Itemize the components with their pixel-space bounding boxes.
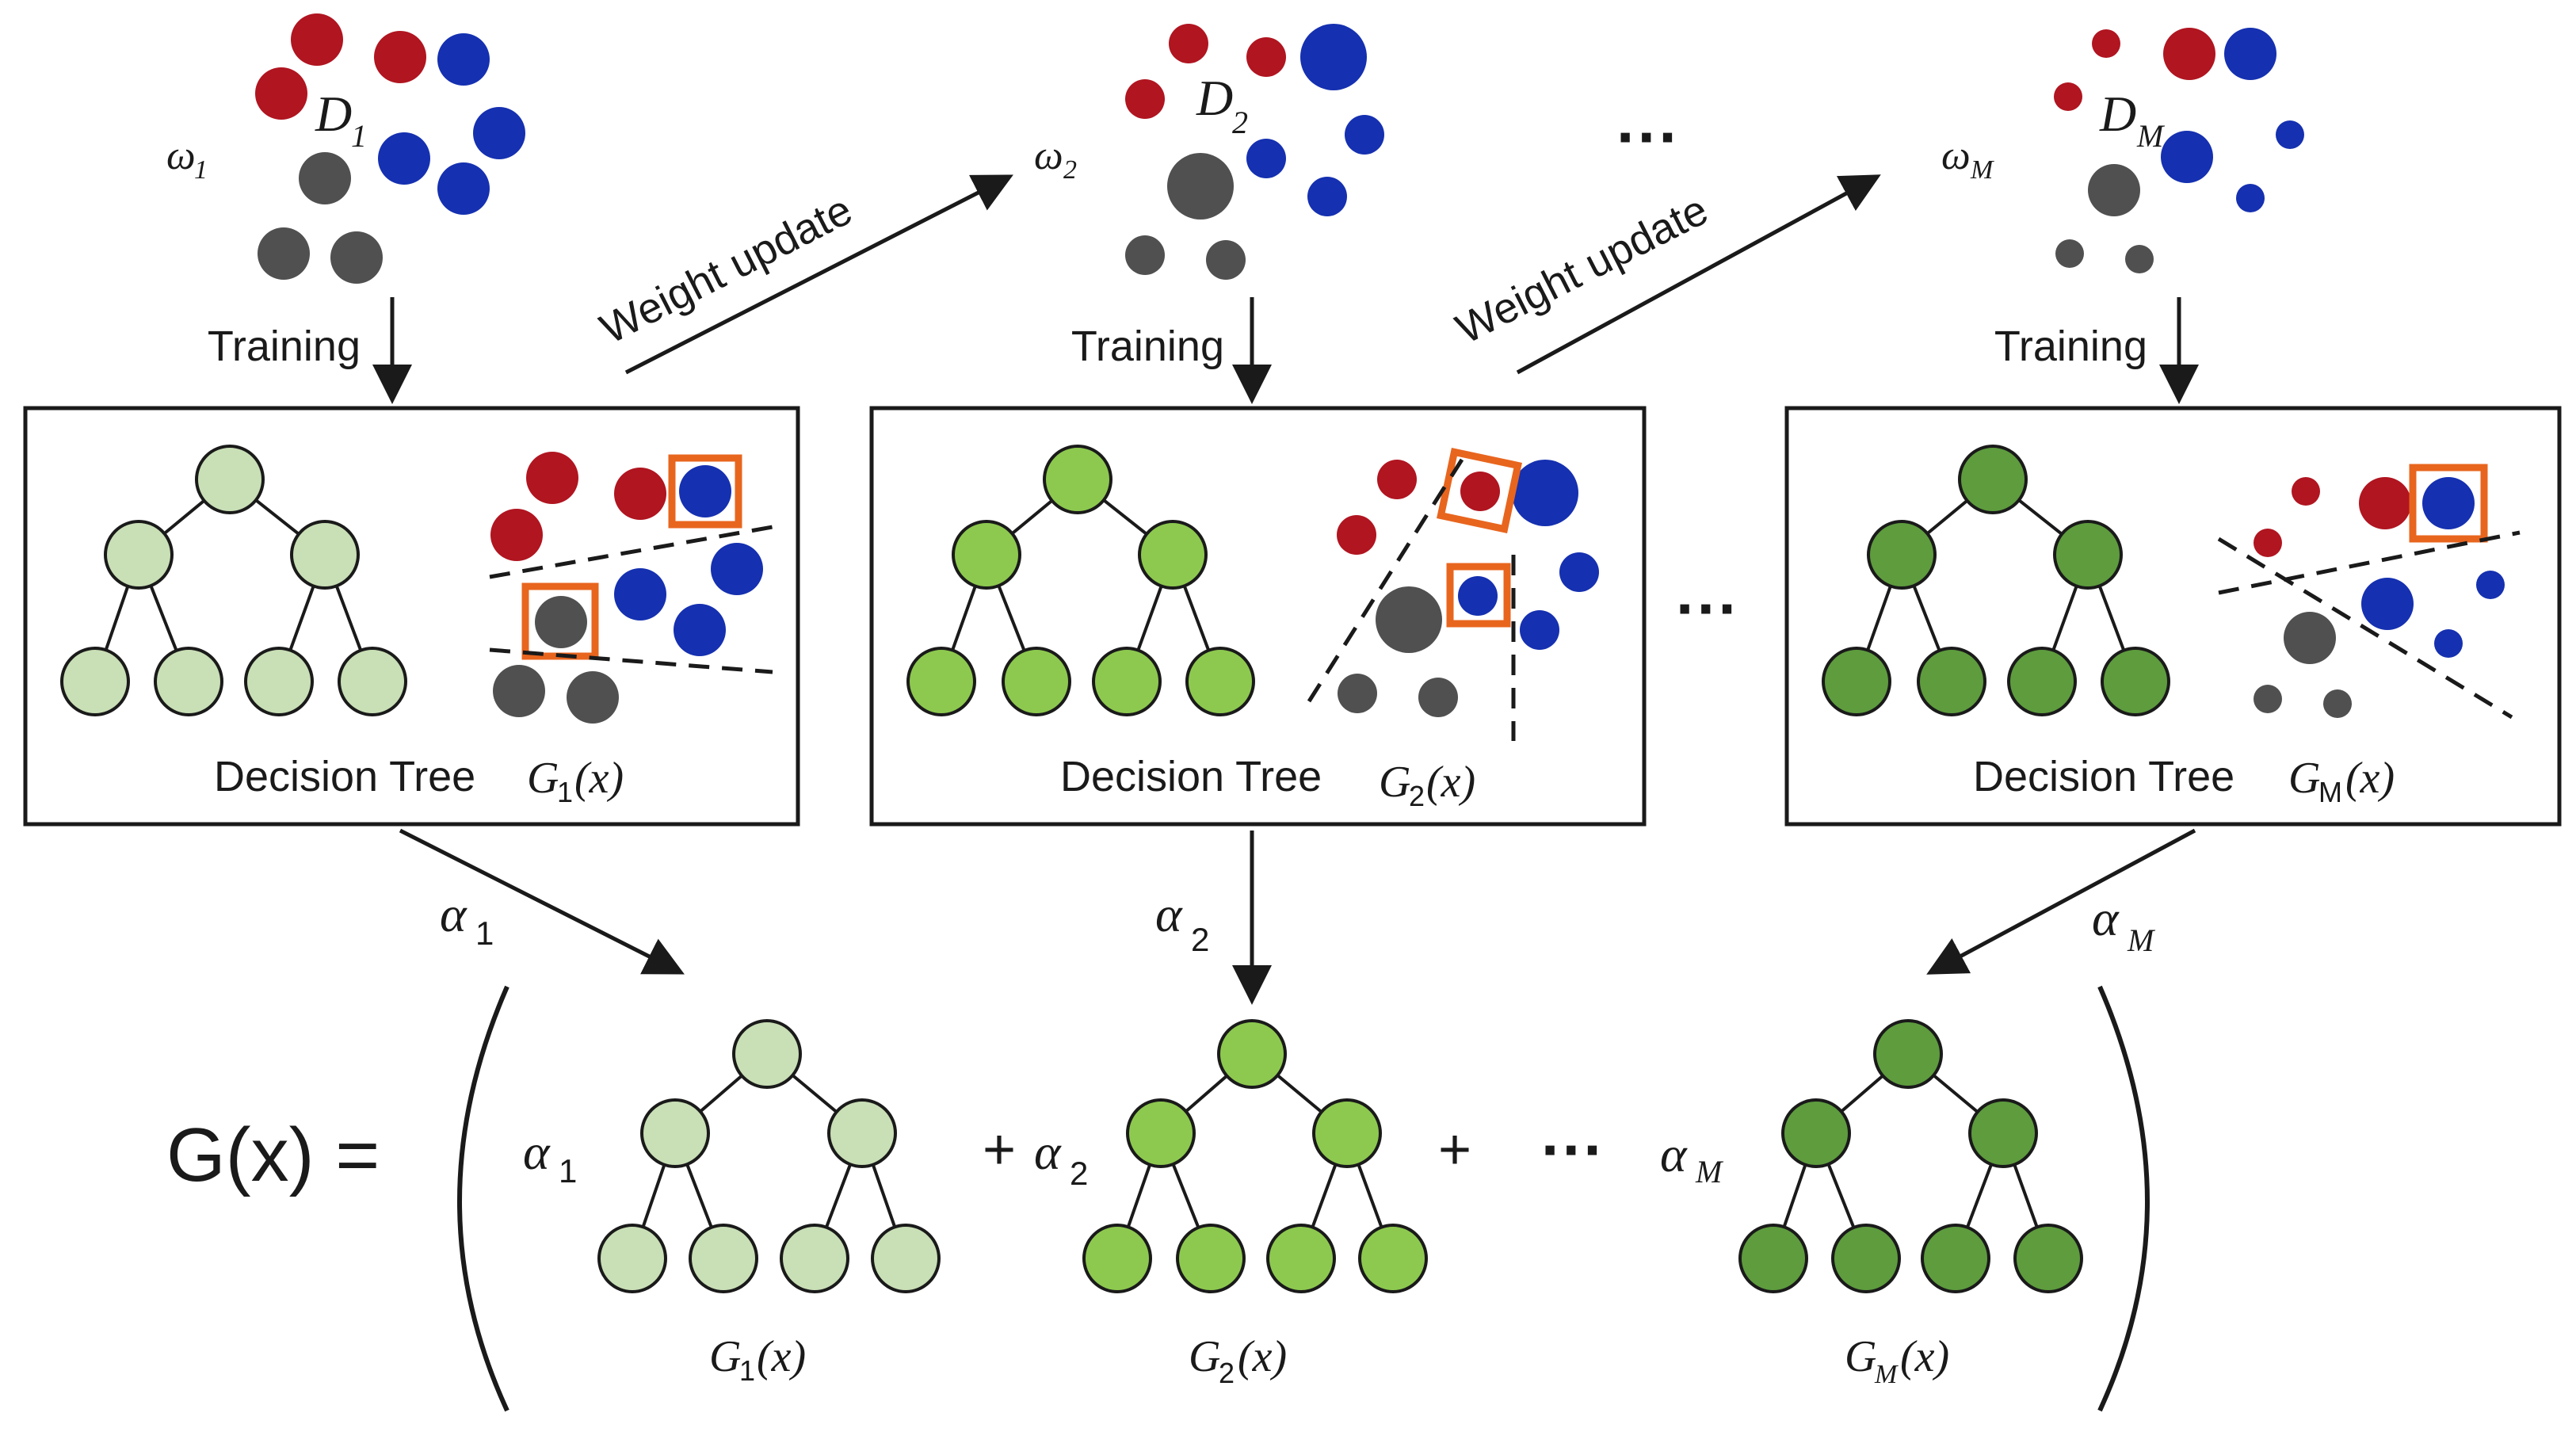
svg-text:2: 2 — [1232, 105, 1248, 140]
svg-text:G: G — [1379, 758, 1410, 807]
svg-text:1: 1 — [557, 776, 573, 808]
training-label-2: Training — [1071, 323, 1224, 370]
svg-text:1: 1 — [194, 155, 208, 185]
svg-text:Decision Tree: Decision Tree — [214, 753, 475, 800]
svg-text:α: α — [523, 1124, 551, 1180]
classified-points-2 — [1307, 448, 1599, 741]
svg-text:M: M — [1695, 1154, 1724, 1190]
decision-tree-box-M — [1784, 406, 2562, 827]
tree-1-box — [60, 445, 407, 716]
svg-text:(x): (x) — [757, 1332, 806, 1381]
weight-update-arrow-1 — [624, 174, 1013, 375]
svg-text:G: G — [1189, 1332, 1220, 1381]
svg-text:2: 2 — [1063, 155, 1077, 185]
weight-update-arrow-2 — [1516, 174, 1881, 375]
svg-text:α: α — [440, 886, 467, 942]
svg-text:M: M — [2136, 118, 2166, 154]
decision-tree-box-1 — [23, 406, 800, 827]
dataset-2 — [1125, 24, 1384, 280]
svg-text:(x): (x) — [1426, 758, 1475, 807]
right-parenthesis — [2097, 985, 2150, 1412]
tree-label-2: Decision Tree G 2 (x) — [1060, 753, 1475, 812]
weight-update-label-2: Weight update — [1448, 186, 1715, 353]
weight-label-M: ω M — [1941, 133, 1994, 185]
svg-text:1: 1 — [739, 1354, 755, 1387]
formula-alpha-2: α 2 — [1034, 1124, 1088, 1192]
formula-g-label-M: G M (x) — [1845, 1332, 1949, 1389]
formula-tree-2 — [1082, 1019, 1428, 1293]
formula-g-label-2: G 2 (x) — [1189, 1332, 1287, 1389]
formula-alpha-1: α 1 — [523, 1124, 577, 1190]
dataset-label-1: D 1 — [315, 86, 367, 154]
formula-alpha-M: α M — [1660, 1126, 1724, 1190]
ellipsis-top: ··· — [1616, 101, 1680, 172]
tree-2-box — [906, 445, 1255, 716]
weight-update-label-1: Weight update — [593, 186, 860, 353]
svg-text:G: G — [709, 1332, 741, 1381]
alpha-label-M: α M — [2092, 890, 2156, 958]
svg-text:Decision Tree: Decision Tree — [1973, 753, 2234, 800]
svg-text:M: M — [2127, 922, 2156, 958]
tree-label-1: Decision Tree G 1 (x) — [214, 753, 624, 808]
svg-text:M: M — [2318, 776, 2342, 808]
svg-text:2: 2 — [1409, 780, 1425, 812]
weight-label-1: ω 1 — [166, 133, 208, 185]
svg-text:(x): (x) — [2345, 754, 2395, 803]
formula-ellipsis: ··· — [1541, 1114, 1605, 1185]
alpha-arrow-1 — [399, 828, 685, 975]
svg-text:ω: ω — [166, 133, 196, 178]
svg-text:G: G — [527, 754, 559, 803]
svg-text:Decision Tree: Decision Tree — [1060, 753, 1322, 800]
svg-text:D: D — [1196, 70, 1233, 126]
svg-text:(x): (x) — [574, 754, 624, 803]
svg-text:1: 1 — [475, 915, 494, 952]
tree-label-M: Decision Tree G M (x) — [1973, 753, 2395, 808]
svg-text:M: M — [1874, 1360, 1899, 1389]
classified-points-M — [2217, 464, 2521, 720]
svg-text:α: α — [1155, 886, 1183, 942]
formula-tree-1 — [597, 1019, 941, 1293]
svg-text:ω: ω — [1034, 133, 1063, 178]
decision-tree-box-2 — [869, 406, 1647, 827]
svg-text:G: G — [2288, 754, 2320, 803]
svg-text:α: α — [2092, 890, 2120, 946]
alpha-label-2: α 2 — [1155, 886, 1209, 958]
training-label-M: Training — [1994, 323, 2147, 370]
svg-text:(x): (x) — [1238, 1332, 1287, 1381]
training-label-1: Training — [208, 323, 361, 370]
formula-plus-2: + — [1438, 1118, 1471, 1182]
dataset-label-2: D 2 — [1196, 70, 1248, 140]
svg-text:D: D — [2099, 86, 2136, 142]
alpha-arrow-M — [1926, 828, 2196, 975]
tree-M-box — [1822, 445, 2170, 716]
svg-text:1: 1 — [351, 118, 367, 154]
svg-text:2: 2 — [1191, 921, 1209, 958]
dataset-label-M: D M — [2099, 86, 2166, 154]
formula-g-label-1: G 1 (x) — [709, 1332, 806, 1387]
svg-text:2: 2 — [1219, 1357, 1235, 1389]
dataset-1 — [255, 13, 525, 284]
dataset-M — [2054, 28, 2304, 273]
classified-points-1 — [489, 452, 773, 724]
svg-text:(x): (x) — [1900, 1332, 1949, 1381]
svg-text:M: M — [1970, 155, 1994, 185]
ellipsis-middle: ··· — [1676, 573, 1739, 643]
svg-text:1: 1 — [559, 1152, 577, 1190]
weight-label-2: ω 2 — [1034, 133, 1077, 185]
svg-text:α: α — [1034, 1124, 1062, 1180]
formula-lhs: G(x) = — [166, 1113, 380, 1197]
formula-tree-M — [1738, 1019, 2083, 1293]
svg-text:D: D — [315, 86, 352, 142]
svg-text:ω: ω — [1941, 133, 1971, 178]
left-parenthesis — [457, 985, 509, 1412]
svg-text:2: 2 — [1070, 1155, 1088, 1192]
svg-text:α: α — [1660, 1126, 1688, 1182]
alpha-label-1: α 1 — [440, 886, 494, 952]
formula-plus-1: + — [983, 1118, 1016, 1182]
svg-text:G: G — [1845, 1332, 1876, 1381]
